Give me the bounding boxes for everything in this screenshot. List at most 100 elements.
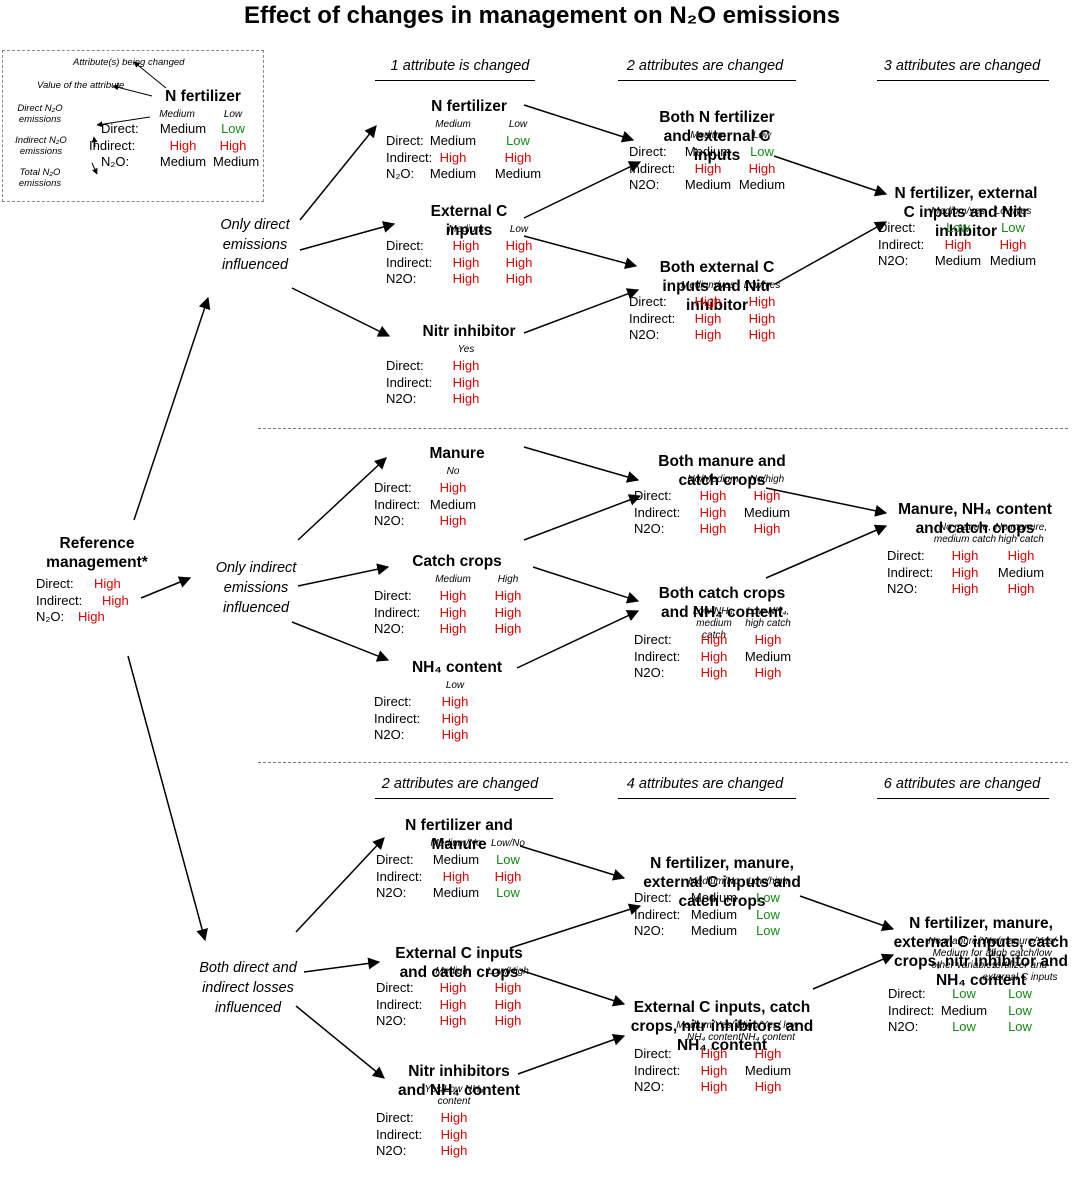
column-header: Low	[752, 130, 772, 141]
stage-header-3: 3 attributes are changed	[883, 58, 1041, 74]
column-header: No manure/Yes/ high catch/low fertilizer…	[982, 936, 1058, 983]
value-n2o: High	[1007, 581, 1035, 596]
value-n2o: High	[439, 513, 467, 528]
row-label-indirect: Indirect:	[887, 564, 934, 580]
value-n2o: Medium	[429, 166, 477, 181]
legend-n2o-1: Medium	[159, 154, 207, 169]
value-direct: High	[439, 980, 467, 995]
flow-arrow	[91, 136, 98, 148]
value-n2o: Medium	[989, 253, 1037, 268]
flow-arrow	[523, 288, 640, 334]
reference-label-n2o: N₂O:	[36, 609, 65, 624]
value-direct: High	[754, 1046, 782, 1061]
box-title: N fertilizer, external C inputs and Nitr…	[894, 185, 1038, 240]
flow-arrow	[799, 895, 895, 932]
value-direct: High	[452, 358, 480, 373]
box-title: Both N fertilizer and external C inputs	[659, 109, 775, 164]
value-n2o: High	[700, 1079, 728, 1094]
column-header: Low/yes	[994, 206, 1032, 217]
row-label-n2o: N2O:	[634, 665, 665, 680]
value-n2o: Medium	[738, 177, 786, 192]
column-header: Medium/yes	[931, 206, 985, 217]
row-label-indirect: Indirect:	[374, 710, 421, 726]
value-direct: High	[440, 1110, 468, 1125]
row-label-direct: Direct:	[374, 588, 412, 603]
column-header: No	[446, 466, 460, 477]
row-label-direct: Direct:	[376, 1110, 414, 1125]
row-label-n2o: N₂O:	[386, 166, 415, 181]
value-direct: High	[951, 548, 979, 563]
row-label-n2o: N2O:	[376, 1143, 407, 1158]
column-header: Medium/Yes/ low NH₄ content	[676, 1020, 752, 1043]
value-direct: High	[1007, 548, 1035, 563]
column-header: Low NH₄, medium catch	[692, 606, 736, 641]
row-label-direct: Direct:	[634, 488, 672, 503]
flow-arrow	[532, 566, 640, 604]
value-indirect: High	[700, 648, 728, 664]
row-label-direct: Direct:	[386, 238, 424, 253]
column-header: Low/yes	[743, 280, 781, 291]
box-title: Manure	[429, 445, 485, 462]
legend-indirect-2: High	[219, 137, 247, 153]
stage-underline	[375, 798, 553, 799]
value-indirect: Medium	[744, 648, 792, 664]
box-title: N fertilizer, manure, external C inputs,…	[893, 915, 1069, 989]
flow-arrow	[516, 610, 640, 669]
flow-arrow	[297, 563, 390, 587]
box-title: External C inputs, catch crops, nitr inh…	[630, 999, 814, 1054]
flow-arrow	[774, 221, 888, 285]
column-header: Medium	[435, 574, 471, 585]
box-title: Both external C inputs and Nitr inhibito…	[659, 259, 775, 314]
section-separator	[258, 762, 1068, 763]
value-indirect: High	[441, 710, 469, 726]
value-n2o: High	[753, 521, 781, 536]
legend-label-direct: Direct:	[101, 121, 139, 136]
row-label-direct: Direct:	[878, 220, 916, 235]
column-header: Low/No	[491, 838, 525, 849]
value-direct: Medium	[690, 890, 738, 905]
row-label-indirect: Indirect:	[634, 1062, 681, 1078]
stage-underline	[877, 80, 1049, 81]
value-indirect: High	[452, 374, 480, 390]
value-indirect: Low	[756, 906, 780, 922]
flow-arrow	[112, 84, 153, 97]
stage-header-6: 6 attributes are changed	[883, 776, 1041, 792]
value-direct: High	[694, 294, 722, 309]
value-n2o: Low	[952, 1019, 976, 1034]
row-label-direct: Direct:	[374, 694, 412, 709]
value-n2o: Low	[756, 923, 780, 938]
value-direct: Low	[496, 852, 520, 867]
value-n2o: High	[439, 1013, 467, 1028]
legend-note-total: Total N₂O emissions	[18, 167, 62, 189]
value-direct: High	[439, 480, 467, 495]
reference-value-direct: High	[94, 576, 121, 591]
row-label-direct: Direct:	[888, 986, 926, 1001]
value-indirect: High	[439, 996, 467, 1012]
column-header: No manure, medium catch	[933, 522, 997, 545]
row-label-direct: Direct:	[376, 852, 414, 867]
value-direct: Low	[946, 220, 970, 235]
reference-title: Reference management*	[46, 535, 148, 571]
flow-arrow	[303, 957, 381, 973]
flow-arrow	[509, 903, 642, 949]
column-header: Medium	[435, 966, 471, 977]
flow-arrow	[140, 576, 192, 599]
row-label-indirect: Indirect:	[386, 149, 433, 165]
value-indirect: High	[944, 236, 972, 252]
value-indirect: High	[951, 564, 979, 580]
flow-arrow	[519, 969, 626, 1007]
flow-arrow	[295, 1005, 385, 1079]
value-direct: High	[753, 488, 781, 503]
flow-arrow	[291, 621, 390, 662]
row-label-direct: Direct:	[386, 133, 424, 148]
value-indirect: Medium	[940, 1002, 988, 1018]
value-direct: High	[754, 632, 782, 647]
value-indirect: High	[442, 868, 470, 884]
value-n2o: High	[494, 621, 522, 636]
column-header: Medium	[448, 224, 484, 235]
stage-underline	[877, 798, 1049, 799]
value-indirect: Medium	[743, 504, 791, 520]
stage-underline	[618, 80, 796, 81]
row-label-indirect: Indirect:	[634, 906, 681, 922]
column-header: Low/high	[747, 876, 789, 887]
